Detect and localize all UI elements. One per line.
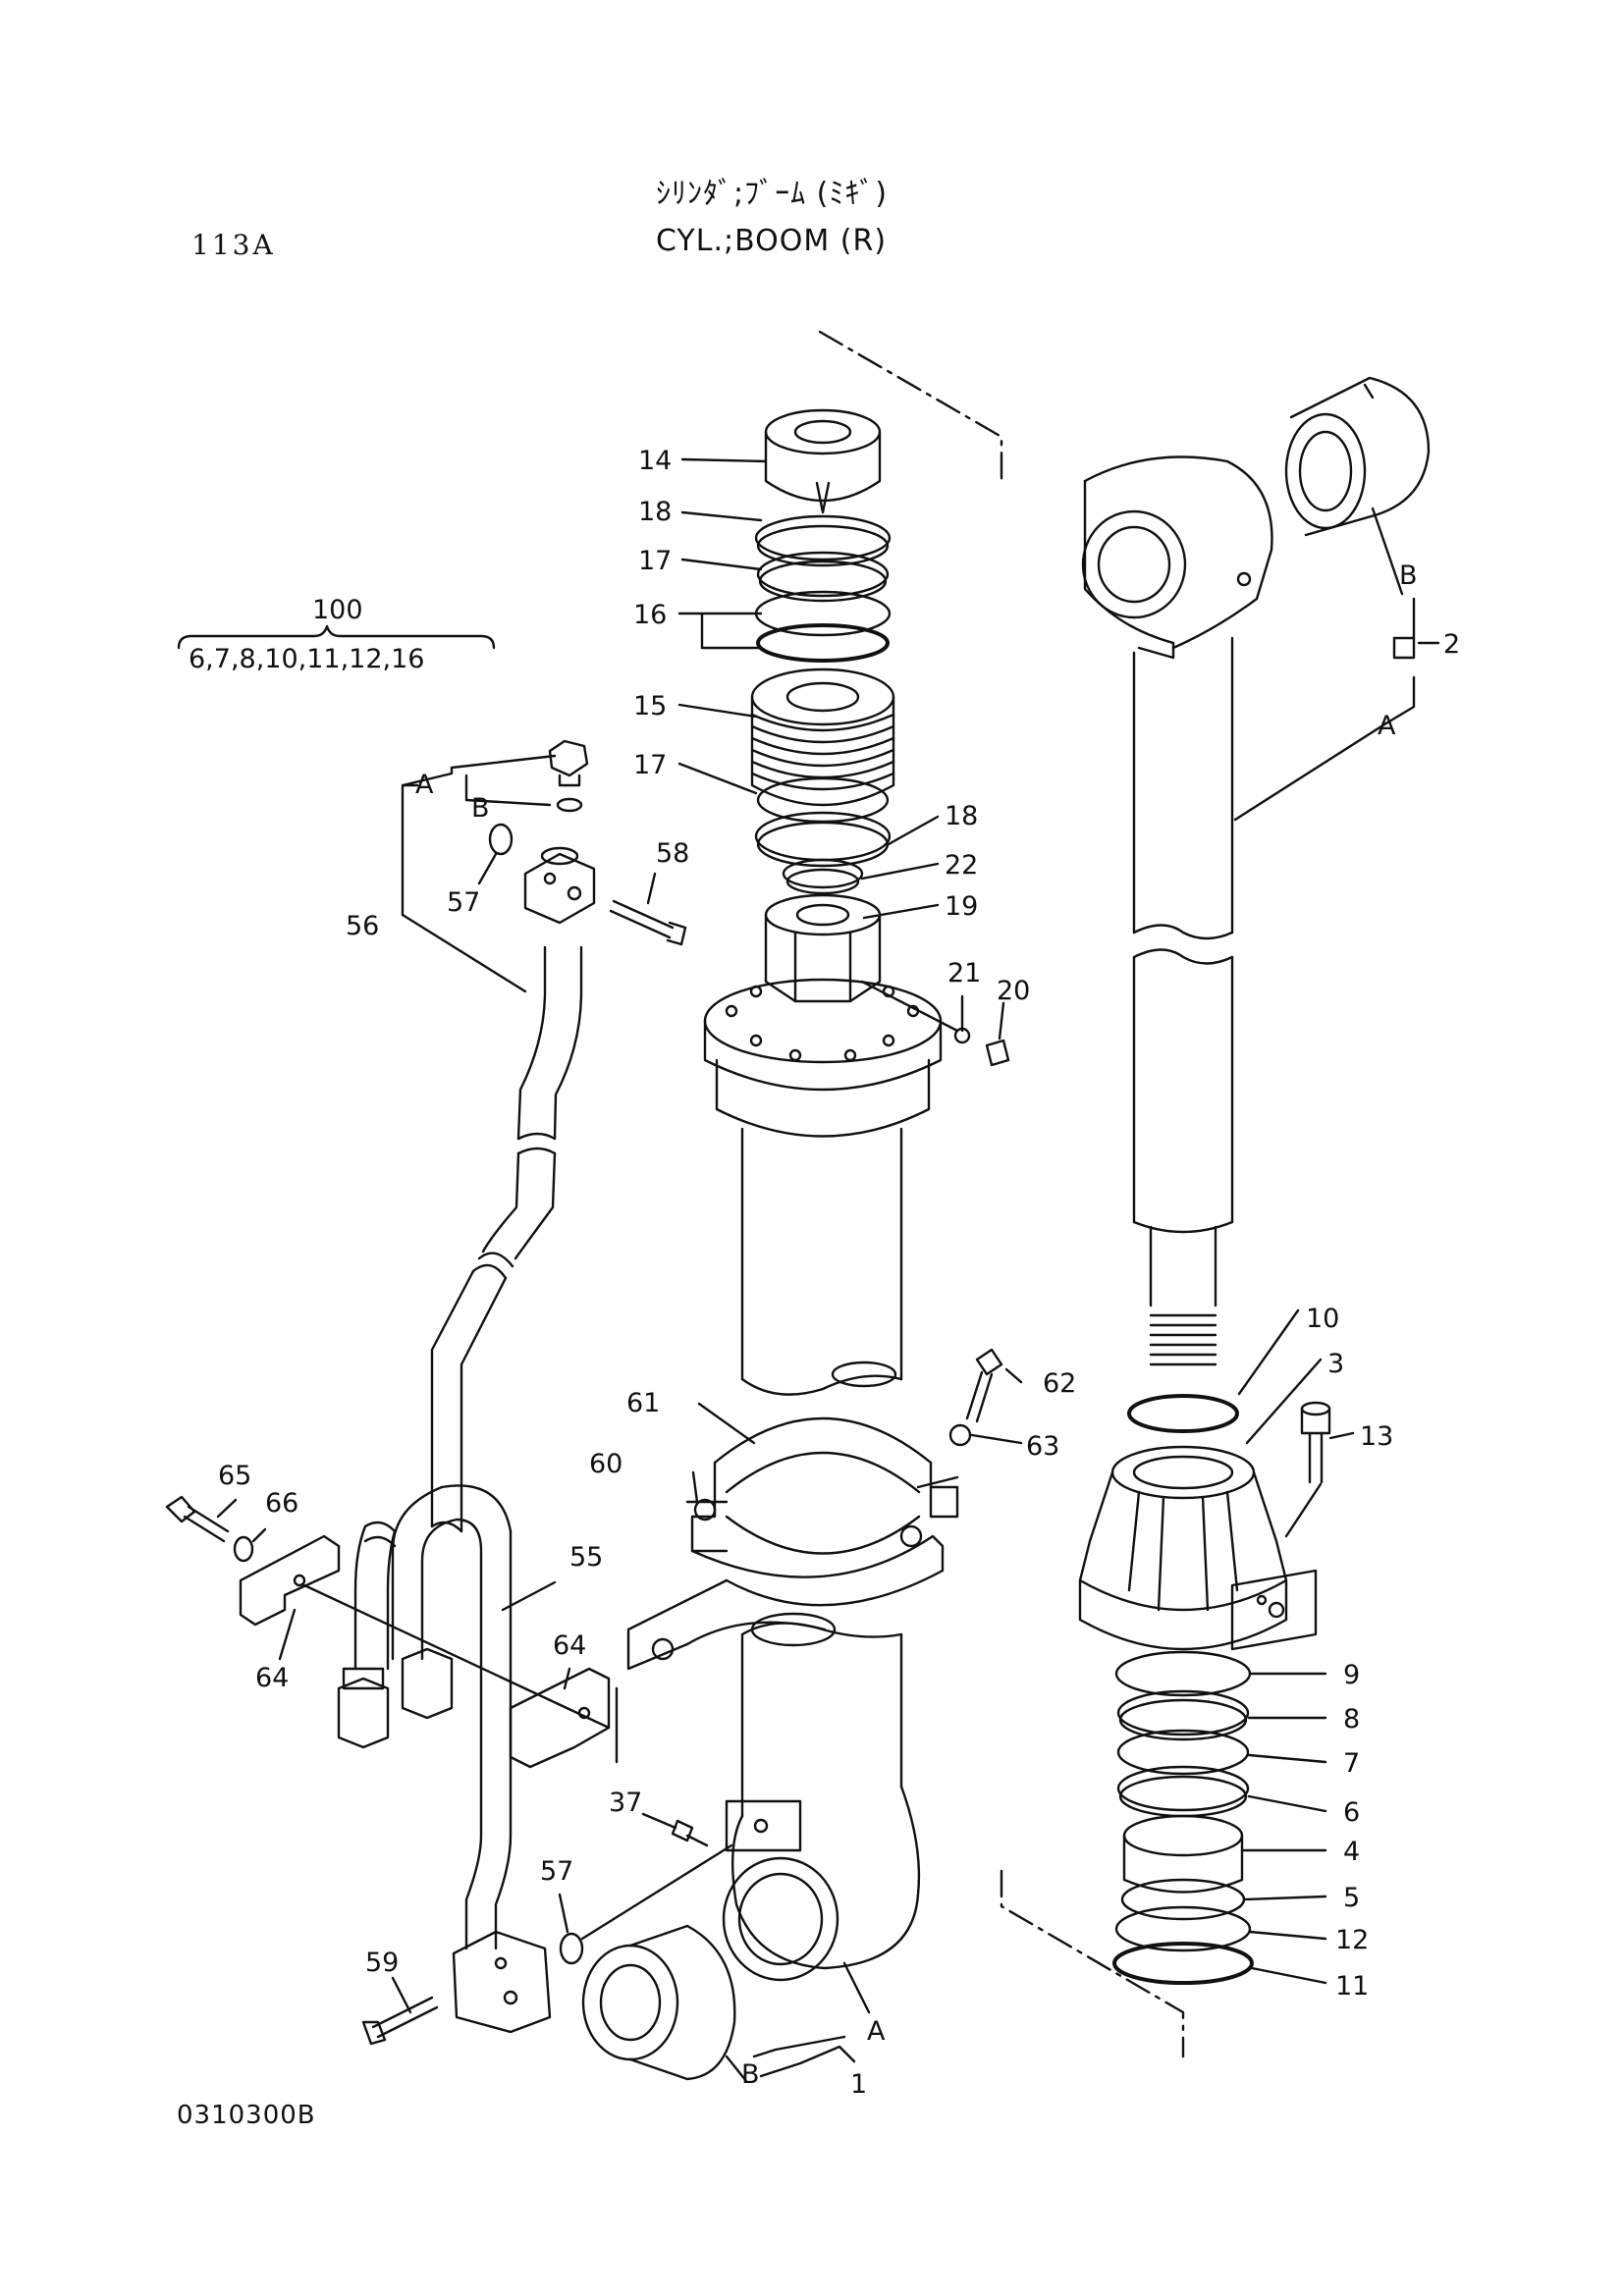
callout-22: 22	[945, 850, 978, 881]
part-15-piston	[752, 669, 893, 805]
assembly-number: 100	[312, 595, 363, 625]
pipe-fitting-right	[403, 1649, 452, 1718]
pipe-56	[432, 947, 581, 1531]
callout-10: 10	[1306, 1304, 1339, 1334]
clamp-half-right	[511, 1669, 609, 1767]
callout-2: 2	[1443, 629, 1460, 660]
callout-57-top: 57	[447, 887, 480, 918]
pipe-block-top	[525, 848, 594, 923]
callout-59: 59	[365, 1948, 399, 1978]
callout-60: 60	[589, 1449, 622, 1479]
bolt-58	[611, 901, 685, 944]
callout-9: 9	[1343, 1660, 1360, 1690]
callout-56: 56	[346, 911, 379, 941]
bolt-13	[1302, 1403, 1329, 1482]
callout-16: 16	[633, 600, 667, 630]
bolt-65	[167, 1497, 228, 1541]
callout-62: 62	[1043, 1368, 1076, 1399]
bolt-62	[967, 1350, 1001, 1421]
oring-57-top	[490, 825, 512, 854]
washer-top	[558, 799, 581, 811]
rod-eye	[1083, 457, 1271, 659]
pipe-inner	[355, 1522, 395, 1669]
part-4-bushing	[1124, 1816, 1242, 1893]
plug-20	[987, 1041, 1008, 1065]
part-19-nut	[766, 895, 880, 1001]
clamp-half-left	[241, 1536, 339, 1625]
centerline-top	[820, 332, 1001, 479]
callout-a-top: A	[1378, 711, 1396, 741]
callout-58: 58	[656, 838, 689, 869]
bushing-top	[1286, 378, 1429, 535]
callout-8: 8	[1343, 1704, 1360, 1735]
callout-18b: 18	[945, 801, 978, 831]
drawing-number: 0310300B	[177, 2101, 316, 2130]
callout-37: 37	[609, 1788, 642, 1818]
callout-65: 65	[218, 1461, 251, 1491]
pipe-55	[393, 1485, 511, 1949]
callout-19: 19	[945, 891, 978, 922]
pipe-block-bottom	[454, 1932, 550, 2032]
callout-64-left: 64	[255, 1663, 289, 1693]
callout-12: 12	[1335, 1925, 1369, 1955]
callout-66: 66	[265, 1488, 298, 1519]
part-3-rod-cover	[1080, 1447, 1316, 1649]
seal-rings-lower	[1116, 1652, 1250, 1816]
washer-66	[235, 1537, 252, 1561]
washer-63	[950, 1425, 970, 1445]
callout-1: 1	[850, 2069, 867, 2100]
callout-3: 3	[1327, 1349, 1344, 1379]
grease-nipple-37	[673, 1821, 707, 1845]
callout-5: 5	[1343, 1883, 1360, 1913]
title-english: CYL.;BOOM (R)	[656, 224, 888, 258]
callout-55: 55	[569, 1542, 603, 1573]
seal-rings-bottom	[1114, 1880, 1252, 1983]
callout-a-bottom: A	[867, 2016, 886, 2047]
bolt-59	[363, 1998, 437, 2044]
callout-13: 13	[1360, 1421, 1393, 1452]
callout-11: 11	[1335, 1971, 1369, 2002]
callout-17b: 17	[633, 750, 667, 780]
centerline-bottom	[1001, 1871, 1183, 2056]
page-code: 113A	[191, 229, 276, 261]
rings-upper	[756, 516, 890, 661]
cylinder-tube-upper	[742, 1129, 901, 1395]
callout-b-bottom: B	[741, 2059, 760, 2090]
callout-18: 18	[638, 497, 672, 527]
callout-b-top: B	[1399, 561, 1418, 591]
rod-shaft	[1134, 638, 1232, 1364]
callout-21: 21	[947, 958, 981, 988]
assembly-members: 6,7,8,10,11,12,16	[189, 644, 425, 674]
oring-57-bottom	[561, 1934, 582, 1963]
callout-b-left: B	[471, 793, 490, 824]
callout-15: 15	[633, 691, 667, 721]
part-10-seal	[1129, 1396, 1237, 1431]
cylinder-tube-lower	[724, 1614, 919, 1980]
callout-14: 14	[638, 446, 672, 476]
callout-64-right: 64	[553, 1630, 586, 1661]
pipe-fitting-left	[339, 1669, 388, 1747]
callout-20: 20	[997, 976, 1030, 1006]
callout-6: 6	[1343, 1797, 1360, 1828]
title-japanese: ｼﾘﾝﾀﾞ;ﾌﾞｰﾑ (ﾐｷﾞ)	[656, 177, 889, 211]
callout-7: 7	[1343, 1748, 1360, 1779]
assembly-brace	[179, 626, 494, 648]
plug-top	[550, 741, 587, 785]
callout-4: 4	[1343, 1837, 1360, 1867]
callout-17: 17	[638, 546, 672, 576]
callout-63: 63	[1026, 1431, 1059, 1462]
bushing-bottom	[583, 1926, 734, 2079]
callout-61: 61	[626, 1388, 660, 1418]
callout-57-bottom: 57	[540, 1856, 573, 1887]
clamp-band	[628, 1418, 957, 1669]
callout-a-left: A	[415, 770, 434, 800]
part-14-cap	[766, 410, 880, 512]
